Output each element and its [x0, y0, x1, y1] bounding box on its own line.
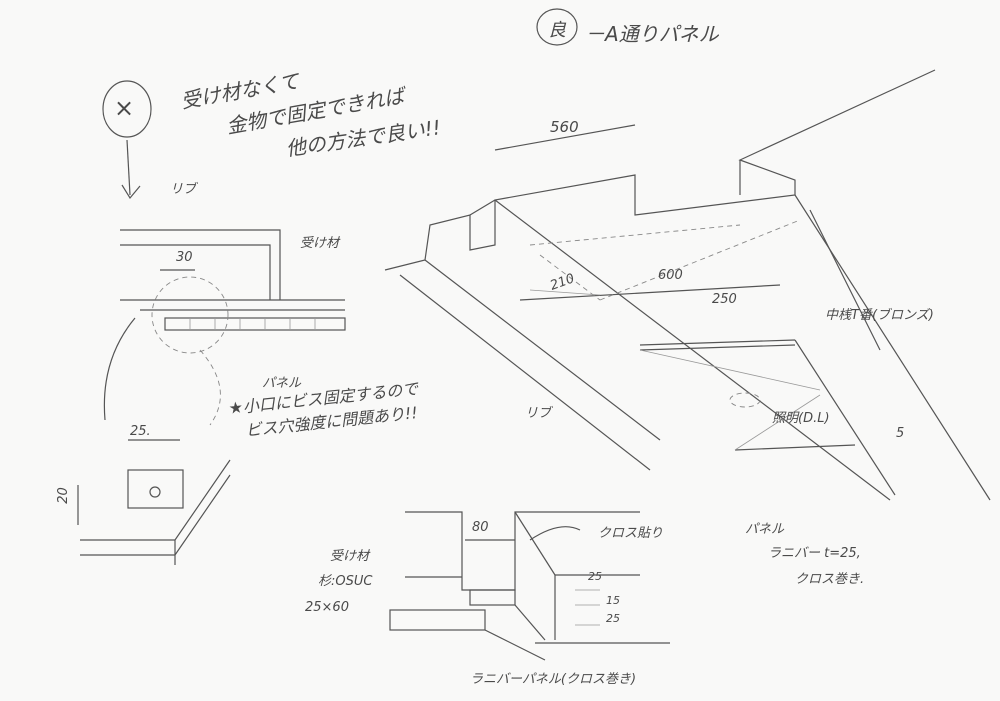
- dim-20: 20: [55, 487, 71, 504]
- dim-c: 25: [606, 612, 620, 625]
- hinge-label: 中桟T番(ブロンズ): [825, 308, 934, 323]
- dim-250: 250: [712, 292, 737, 307]
- left-section-detail: [103, 229, 346, 426]
- dim-5: 5: [896, 426, 905, 441]
- bottom-section-detail: [389, 511, 670, 661]
- title-mark: 良: [548, 20, 566, 41]
- receiver-label: 受け材: [300, 236, 340, 251]
- section-panel-label: ラニバーパネル(クロス巻き): [470, 672, 637, 687]
- title-circle: [536, 8, 578, 46]
- ceiling-perspective: [384, 69, 991, 501]
- dim-a: 25: [588, 570, 602, 583]
- panel-note-1: パネル: [745, 522, 785, 537]
- cloth-label: クロス貼り: [598, 526, 664, 541]
- dim-b: 15: [606, 594, 620, 607]
- dim-600: 600: [658, 268, 683, 283]
- light-label: 照明(D.L): [772, 411, 830, 426]
- panel-label: パネル: [262, 376, 302, 391]
- left-block-detail: [77, 439, 231, 565]
- x-circle: [102, 80, 152, 138]
- receiver-note-1: 受け材: [330, 549, 370, 564]
- rib-label-2: リブ: [525, 406, 552, 421]
- receiver-note-2: 杉:OSUC: [318, 574, 373, 589]
- panel-note-2: ラニバー t=25,: [768, 546, 861, 561]
- panel-note-3: クロス巻き.: [795, 572, 865, 587]
- receiver-note-3: 25×60: [305, 600, 349, 615]
- dim-25: 25.: [130, 424, 151, 439]
- rib-label: リブ: [170, 182, 197, 197]
- dim-560: 560: [550, 118, 579, 136]
- x-mark: ×: [114, 94, 135, 122]
- dim-80: 80: [472, 520, 489, 535]
- dim-30: 30: [176, 250, 193, 265]
- title-text: －A通りパネル: [585, 22, 719, 46]
